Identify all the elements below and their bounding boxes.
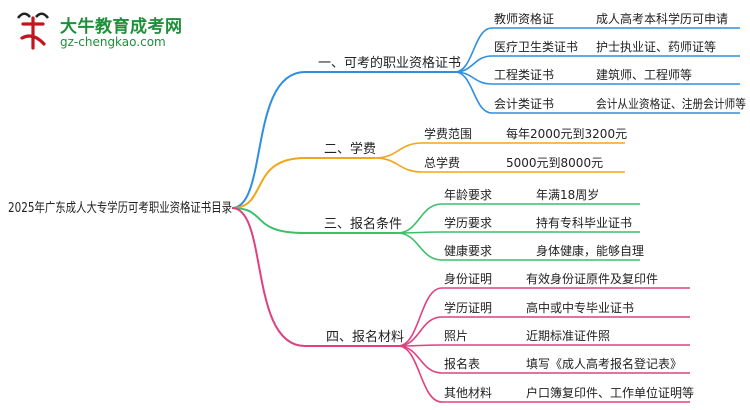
logo-url: gz-chengkao.com <box>60 35 166 49</box>
mindmap-links <box>231 27 740 403</box>
link-b2-item-1 <box>374 157 423 173</box>
link-b3-item-2 <box>396 232 443 261</box>
item-value-b1-1: 护士执业证、药师证等 <box>596 40 716 54</box>
item-name-b4-2: 照片 <box>444 329 468 343</box>
item-value-b4-2: 近期标准证件照 <box>526 329 610 343</box>
link-b1-item-3 <box>454 71 493 114</box>
link-root-b4 <box>231 207 306 347</box>
bull-logo-icon <box>17 12 49 50</box>
link-b4-item-0 <box>397 287 443 347</box>
item-value-b2-0: 每年2000元到3200元 <box>506 126 627 141</box>
item-name-b2-1: 总学费 <box>424 155 460 170</box>
item-value-b4-0: 有效身份证原件及复印件 <box>526 271 658 286</box>
item-name-b3-0: 年龄要求 <box>444 188 492 202</box>
link-b3-item-0 <box>396 203 443 234</box>
item-value-b2-1: 5000元到8000元 <box>506 156 603 170</box>
item-name-b1-1: 医疗卫生类证书 <box>494 40 578 54</box>
item-value-b4-4: 户口簿复印件、工作单位证明等 <box>526 385 694 400</box>
logo-title: 大牛教育成考网 <box>60 17 183 37</box>
item-value-b3-2: 身体健康，能够自理 <box>536 243 644 258</box>
link-b2-item-0 <box>374 142 423 159</box>
item-name-b3-1: 学历要求 <box>444 215 492 230</box>
link-b4-item-4 <box>397 345 443 403</box>
item-name-b3-2: 健康要求 <box>444 243 492 258</box>
item-name-b2-0: 学费范围 <box>424 126 472 141</box>
link-root-b3 <box>231 207 306 234</box>
branch-label-b1: 一、可考的职业资格证书 <box>318 55 461 71</box>
link-root-b2 <box>231 157 306 209</box>
item-value-b1-0: 成人高考本科学历可申请 <box>596 11 728 26</box>
branch-label-b4: 四、报名材料 <box>326 329 404 345</box>
branch-label-b2: 二、学费 <box>324 141 376 157</box>
item-name-b4-3: 报名表 <box>444 356 480 371</box>
item-name-b4-0: 身份证明 <box>444 271 492 286</box>
item-value-b3-1: 持有专科毕业证书 <box>536 215 632 230</box>
link-b1-item-0 <box>454 27 493 73</box>
item-value-b1-2: 建筑师、工程师等 <box>596 67 692 82</box>
branch-label-b3: 三、报名条件 <box>324 216 402 232</box>
link-b4-item-3 <box>397 345 443 374</box>
root-node: 2025年广东成人大专学历可考职业资格证书目录 <box>8 200 232 216</box>
item-value-b1-3: 会计从业资格证、注册会计师等 <box>596 96 746 111</box>
item-name-b1-3: 会计类证书 <box>494 97 554 111</box>
link-b4-item-1 <box>397 316 443 347</box>
item-value-b4-1: 高中或中专毕业证书 <box>526 300 634 315</box>
site-logo: 大牛教育成考网 gz-chengkao.com <box>10 8 190 54</box>
item-value-b4-3: 填写《成人高考报名登记表》 <box>526 356 682 371</box>
item-name-b4-4: 其他材料 <box>444 386 492 400</box>
item-value-b3-0: 年满18周岁 <box>536 187 599 202</box>
item-name-b1-0: 教师资格证 <box>494 11 554 26</box>
item-name-b4-1: 学历证明 <box>444 300 492 315</box>
link-root-b1 <box>231 71 306 209</box>
item-name-b1-2: 工程类证书 <box>494 67 554 82</box>
